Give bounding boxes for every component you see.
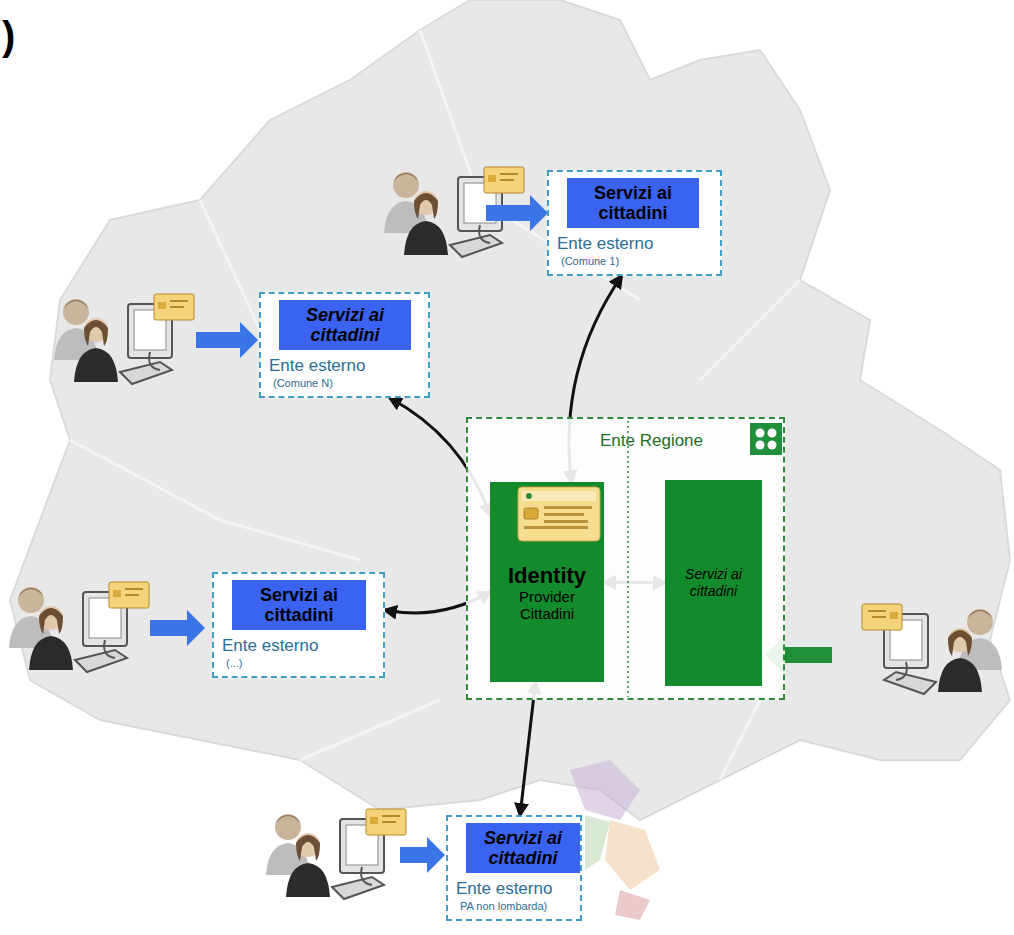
node-title: Identity xyxy=(508,564,586,588)
fragment-label: ) xyxy=(2,14,15,59)
service-box: Servizi ai cittadini xyxy=(279,300,411,350)
node-subtitle: (Comune 1) xyxy=(561,254,619,268)
node-title: Servizi ai cittadini xyxy=(287,305,403,345)
service-box: Servizi ai cittadini xyxy=(665,480,762,686)
identity-provider-box: IdentityProvider Cittadini xyxy=(490,482,604,682)
node-title: Ente esterno xyxy=(456,879,552,899)
service-box: Servizi ai cittadini xyxy=(567,178,699,228)
external-entity-box: Servizi ai cittadiniEnte esternoPA non l… xyxy=(446,815,582,921)
node-title: Servizi ai cittadini xyxy=(575,183,691,223)
node-subtitle: (...) xyxy=(226,656,243,670)
service-box: Servizi ai cittadini xyxy=(466,823,580,873)
region-group: IdentityProvider Cittadini Servizi ai cit… xyxy=(466,417,785,700)
node-title: Ente esterno xyxy=(557,234,653,254)
external-entity-box: Servizi ai cittadiniEnte esterno(Comune … xyxy=(547,170,722,276)
node-subtitle: (Comune N) xyxy=(273,376,333,390)
node-title: Ente Regione xyxy=(600,431,703,451)
node-subtitle: Provider Cittadini xyxy=(494,588,600,622)
external-entity-box: Servizi ai cittadiniEnte esterno(...) xyxy=(212,572,385,678)
node-title: Ente esterno xyxy=(269,356,365,376)
external-entity-box: Servizi ai cittadiniEnte esterno(Comune … xyxy=(259,292,430,398)
id-card xyxy=(518,487,600,541)
node-title: Ente esterno xyxy=(222,636,318,656)
double-arrow xyxy=(520,682,535,815)
node-title: Servizi ai cittadini xyxy=(474,828,572,868)
node-subtitle: PA non lombarda) xyxy=(460,899,547,913)
service-box: Servizi ai cittadini xyxy=(232,580,366,630)
region-logo xyxy=(750,423,782,455)
node-title: Servizi ai cittadini xyxy=(669,566,758,600)
node-title: Servizi ai cittadini xyxy=(240,585,358,625)
